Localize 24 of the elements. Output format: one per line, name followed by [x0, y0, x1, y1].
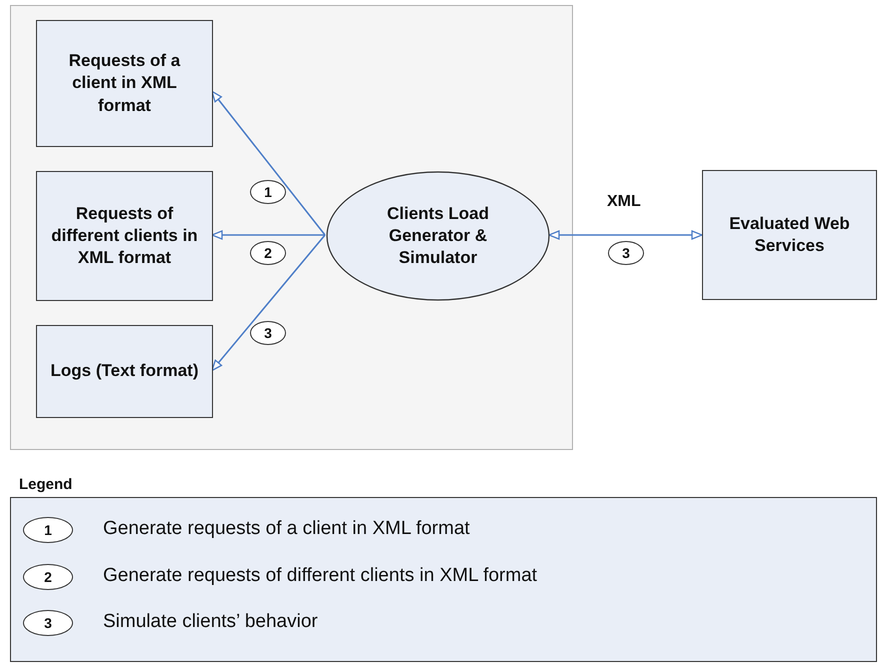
legend-text: Generate requests of different clients in XML format: [103, 565, 538, 587]
process-box: [36, 20, 213, 147]
protocol-label: XML: [607, 193, 641, 211]
process-box: [36, 325, 213, 418]
process-box: [36, 171, 213, 301]
group-panel: [10, 5, 573, 450]
node-label: Logs (Text format): [50, 360, 198, 382]
step-number: 1: [23, 517, 73, 543]
node-label: Clients Load Generator & Simulator: [386, 202, 490, 270]
node-label: Evaluated Web Services: [728, 212, 851, 257]
step-number: 3: [23, 610, 73, 636]
node-label: Requests of different clients in XML format: [50, 202, 199, 270]
arrow: [548, 230, 703, 240]
process-box: [702, 170, 877, 300]
edge-label: 3: [608, 241, 644, 265]
step-number: 2: [23, 564, 73, 590]
legend-text: Generate requests of a client in XML format: [103, 518, 470, 540]
legend-title: Legend: [19, 476, 72, 493]
process-ellipse: [326, 171, 550, 301]
arrow: [211, 234, 326, 372]
arrow: [211, 230, 325, 240]
arrow: [211, 90, 326, 236]
node-label: Requests of a client in XML format: [68, 50, 182, 117]
legend-text: Simulate clients’ behavior: [103, 611, 318, 633]
